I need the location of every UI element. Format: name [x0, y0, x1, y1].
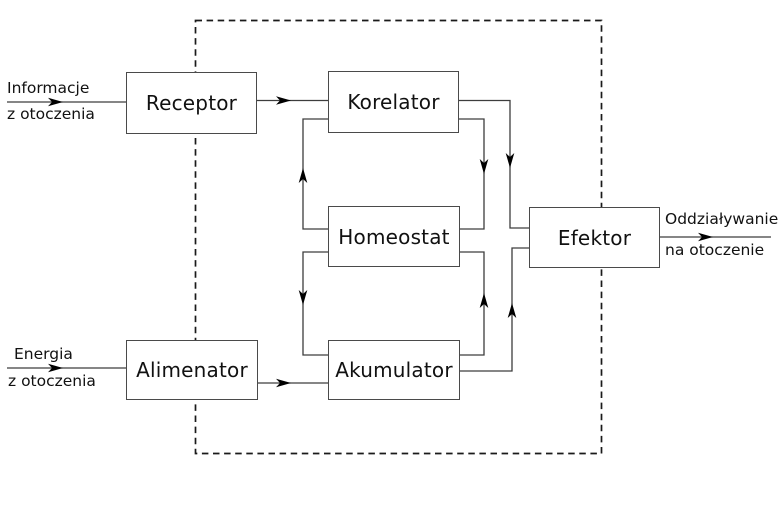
- arrowheads: [48, 96, 713, 388]
- arrowhead-right-icon: [276, 378, 291, 388]
- arrowhead-up-icon: [479, 293, 489, 308]
- arrowhead-down-icon: [298, 290, 308, 305]
- arrowhead-right-icon: [698, 232, 713, 242]
- arrowhead-right-icon: [48, 97, 63, 107]
- node-receptor: Receptor: [126, 72, 257, 134]
- edge-homeostat-to-akumulator: [302, 251, 328, 356]
- node-receptor-label: Receptor: [145, 91, 238, 115]
- node-homeostat: Homeostat: [328, 206, 460, 267]
- input-energia-label-line1: Energia: [14, 345, 73, 363]
- node-akumulator-label: Akumulator: [335, 358, 453, 382]
- output-oddzialywanie-label-line2: na otoczenie: [665, 241, 765, 259]
- input-informacje-label-line2: z otoczenia: [7, 105, 95, 123]
- arrowhead-down-icon: [479, 159, 489, 174]
- node-efektor: Efektor: [529, 207, 660, 268]
- edge-homeostat-to-korelator: [302, 118, 328, 230]
- arrowhead-down-icon: [505, 153, 515, 168]
- input-energia-label-line2: z otoczenia: [8, 372, 96, 390]
- edge-korelator-to-homeostat: [459, 118, 485, 230]
- node-korelator: Korelator: [328, 71, 459, 133]
- node-homeostat-label: Homeostat: [338, 224, 450, 249]
- node-akumulator: Akumulator: [328, 340, 460, 400]
- node-alimenator: Alimenator: [126, 340, 258, 400]
- edge-akumulator-to-efektor: [460, 247, 529, 372]
- node-korelator-label: Korelator: [347, 90, 440, 114]
- arrowhead-right-icon: [276, 96, 291, 105]
- arrowhead-right-icon: [48, 363, 63, 373]
- arrowhead-up-icon: [298, 168, 308, 183]
- node-efektor-label: Efektor: [557, 225, 632, 250]
- input-informacje-label-line1: Informacje: [7, 79, 90, 97]
- node-alimenator-label: Alimenator: [136, 358, 248, 382]
- output-oddzialywanie-label-line1: Oddziaływanie: [665, 210, 779, 228]
- edge-akumulator-to-homeostat: [460, 251, 485, 356]
- arrowhead-up-icon: [507, 303, 517, 318]
